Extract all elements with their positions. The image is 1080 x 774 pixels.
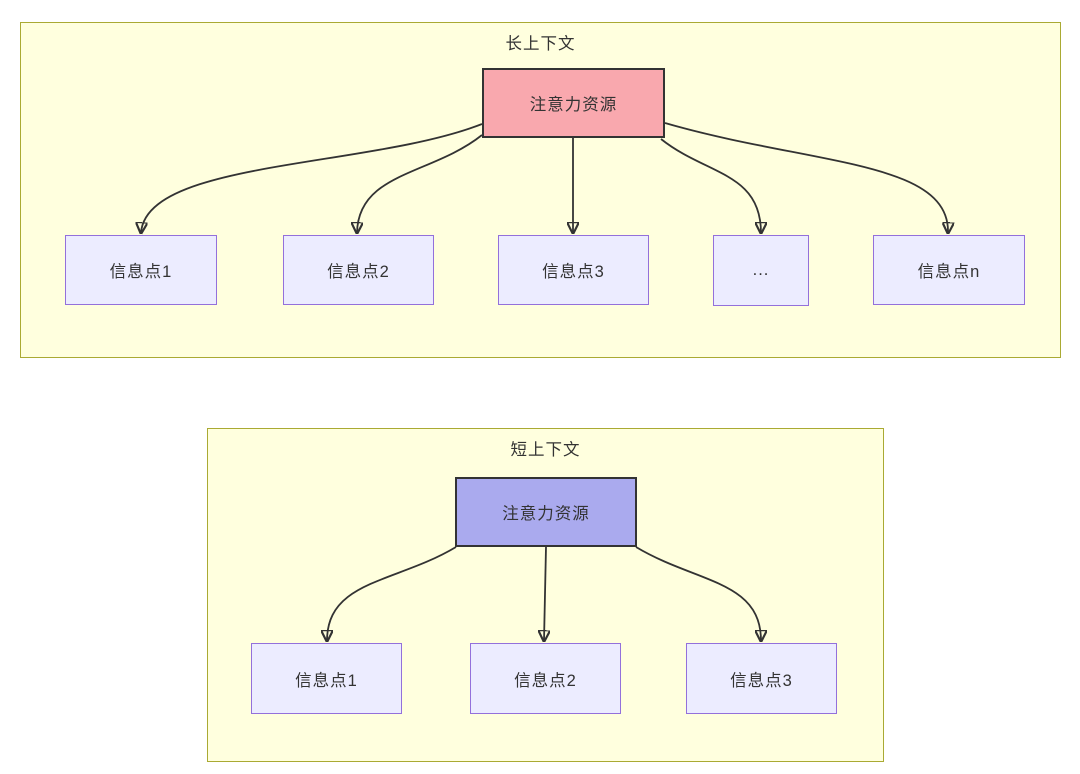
info-node-short-2: 信息点2 (470, 643, 621, 714)
info-node-short-3: 信息点3 (686, 643, 837, 714)
info-node-short-1: 信息点1 (251, 643, 402, 714)
info-node-long-2: 信息点2 (283, 235, 434, 305)
attention-resource-node-long: 注意力资源 (482, 68, 665, 138)
attention-resource-node-short: 注意力资源 (455, 477, 637, 547)
info-node-long-1: 信息点1 (65, 235, 217, 305)
info-node-long-3: 信息点3 (498, 235, 649, 305)
long-context-title: 长上下文 (505, 35, 576, 53)
short-context-title: 短上下文 (510, 441, 581, 459)
info-node-long-ellipsis: ... (713, 235, 809, 306)
info-node-long-n: 信息点n (873, 235, 1025, 305)
